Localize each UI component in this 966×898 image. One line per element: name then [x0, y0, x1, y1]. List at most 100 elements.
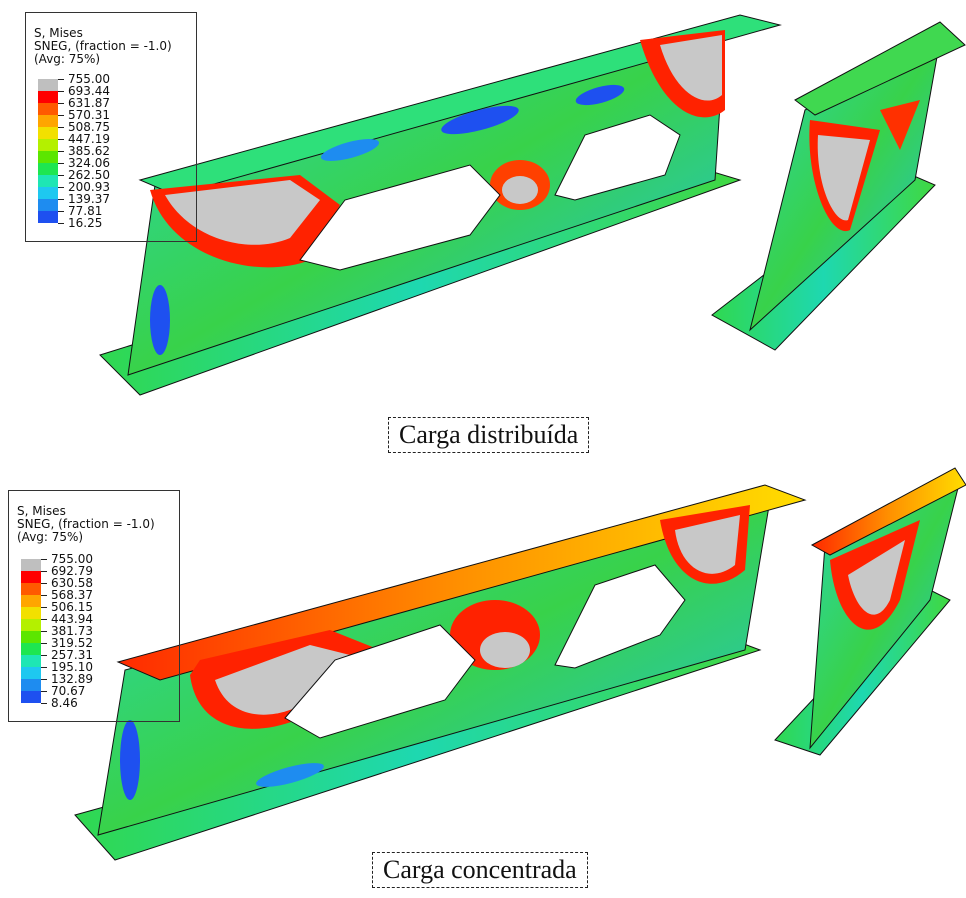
scale-value: 319.52	[51, 636, 93, 650]
low-stress-zone	[441, 105, 519, 135]
stress-zone-left-grey	[215, 645, 350, 715]
scale-value: 630.58	[51, 576, 93, 590]
scale-tick	[58, 199, 64, 200]
legend-title-line: S, Mises	[17, 504, 66, 518]
color-swatch	[21, 691, 41, 703]
scale-value: 257.31	[51, 648, 93, 662]
scale-tick	[41, 559, 47, 560]
stress-zone-right-grey	[675, 515, 740, 574]
scale-value: 381.73	[51, 624, 93, 638]
scale-value: 8.46	[51, 696, 78, 710]
color-swatch	[38, 115, 58, 127]
color-swatch	[21, 679, 41, 691]
scale-tick	[58, 151, 64, 152]
scale-tick	[58, 187, 64, 188]
stress-zone-mid-grey	[480, 632, 530, 668]
scale-tick	[58, 175, 64, 176]
color-swatch	[38, 139, 58, 151]
stress-zone-mid-grey	[502, 176, 538, 204]
scale-value: 692.79	[51, 564, 93, 578]
web-opening-1	[299, 164, 501, 271]
scale-value: 262.50	[68, 168, 110, 182]
scale-value: 755.00	[51, 552, 93, 566]
legend-title-line: SNEG, (fraction = -1.0)	[34, 39, 172, 53]
low-stress-zone	[150, 285, 170, 355]
scale-value: 324.06	[68, 156, 110, 170]
side-stress-zone-grey	[848, 540, 905, 615]
low-stress-zone	[320, 139, 380, 161]
scale-tick	[41, 643, 47, 644]
color-swatch	[38, 151, 58, 163]
legend-title-line: SNEG, (fraction = -1.0)	[17, 517, 155, 531]
scale-value: 132.89	[51, 672, 93, 686]
scale-tick	[58, 223, 64, 224]
caption-top: Carga distribuída	[388, 417, 590, 453]
beam-bottom-main	[74, 484, 807, 861]
scale-tick	[58, 79, 64, 80]
scale-value: 447.19	[68, 132, 110, 146]
beam-top-side	[711, 21, 966, 351]
scale-tick	[58, 139, 64, 140]
scale-value: 568.37	[51, 588, 93, 602]
scale-tick	[41, 583, 47, 584]
scale-value: 693.44	[68, 84, 110, 98]
scale-tick	[58, 127, 64, 128]
color-swatch	[21, 631, 41, 643]
stress-zone-right-grey	[660, 35, 722, 101]
low-stress-zone	[575, 84, 625, 106]
scale-value: 755.00	[68, 72, 110, 86]
scale-tick	[58, 91, 64, 92]
scale-tick	[41, 703, 47, 704]
color-swatch	[21, 655, 41, 667]
stress-zone-left-grey	[165, 180, 320, 245]
scale-tick	[41, 679, 47, 680]
web-opening-1	[284, 624, 476, 739]
scale-value: 200.93	[68, 180, 110, 194]
scale-tick	[41, 619, 47, 620]
legend-bottom: S, Mises SNEG, (fraction = -1.0) (Avg: 7…	[8, 490, 180, 722]
side-top-flange	[794, 21, 966, 116]
scale-tick	[58, 115, 64, 116]
scale-value: 77.81	[68, 204, 103, 218]
scale-tick	[41, 571, 47, 572]
web-opening-2	[554, 564, 686, 669]
scale-value: 385.62	[68, 144, 110, 158]
side-stress-zone-grey	[817, 135, 870, 221]
scale-tick	[41, 691, 47, 692]
beam-bottom-side	[774, 467, 966, 756]
low-stress-zone	[120, 720, 140, 800]
color-swatch	[38, 187, 58, 199]
scale-value: 506.15	[51, 600, 93, 614]
color-swatch	[21, 667, 41, 679]
color-swatch	[21, 619, 41, 631]
scale-value: 508.75	[68, 120, 110, 134]
color-swatch	[38, 103, 58, 115]
color-swatch	[21, 571, 41, 583]
color-swatch	[38, 127, 58, 139]
legend-title-line: (Avg: 75%)	[34, 52, 101, 66]
scale-value: 195.10	[51, 660, 93, 674]
color-swatch	[38, 163, 58, 175]
side-top-flange	[810, 467, 966, 556]
color-swatch	[38, 79, 58, 91]
top-flange	[116, 484, 807, 681]
color-swatch	[21, 595, 41, 607]
scale-value: 70.67	[51, 684, 86, 698]
low-stress-zone	[256, 763, 324, 787]
scale-tick	[41, 607, 47, 608]
beam-top-main	[99, 14, 782, 396]
caption-bottom: Carga concentrada	[372, 852, 588, 888]
color-swatch	[21, 559, 41, 571]
scale-value: 631.87	[68, 96, 110, 110]
legend-top: S, Mises SNEG, (fraction = -1.0) (Avg: 7…	[25, 12, 197, 242]
scale-tick	[58, 211, 64, 212]
color-swatch	[21, 643, 41, 655]
scale-tick	[41, 655, 47, 656]
scale-tick	[58, 103, 64, 104]
side-stress-zone	[880, 100, 920, 150]
scale-value: 139.37	[68, 192, 110, 206]
